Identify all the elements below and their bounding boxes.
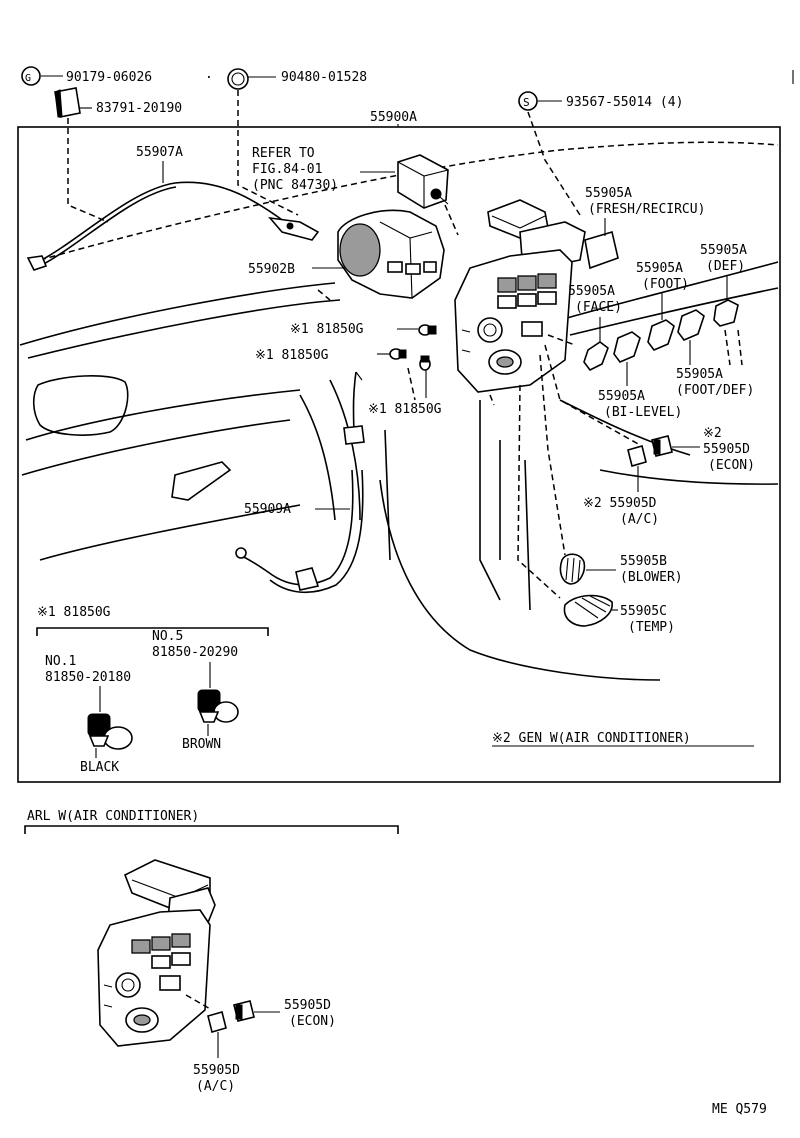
knob-econ [651,435,673,457]
label-black: BLACK [80,760,119,775]
figure-code: ME Q579 [712,1102,767,1117]
label-fresh-name: (FRESH/RECIRCU) [588,202,705,217]
label-def-no: 55905A [700,243,747,258]
label-55909A: 55909A [244,502,291,517]
label-arl-note: ARL W(AIR CONDITIONER) [27,809,199,824]
label-ac-name: (A/C) [620,512,659,527]
label-brown: BROWN [182,737,221,752]
label-econ-name: (ECON) [708,458,755,473]
button-bi-level [613,331,641,363]
svg-text:S: S [523,96,530,109]
label-blower-name: (BLOWER) [620,570,683,585]
leader-def-dashes [724,329,743,366]
refer-line-1: REFER TO [252,146,315,161]
bulb-group-bracket [36,627,269,636]
label-temp-name: (TEMP) [628,620,675,635]
label-arl-ac-name: (A/C) [196,1079,235,1094]
label-bulb-3: ※1 81850G [368,402,442,417]
label-foot-no: 55905A [636,261,683,276]
label-arl-econ-no: 55905D [284,998,331,1013]
leader-panel [489,394,495,406]
knob-blower [559,553,586,585]
label-ac-no: ※2 55905D [583,496,657,511]
clip-83791-icon [54,87,92,118]
label-gen-note: ※2 GEN W(AIR CONDITIONER) [492,731,691,746]
cap-90480-icon [227,68,276,90]
arl-bracket [24,825,399,834]
switch-housing-55902B [337,209,445,299]
label-no5-title: NO.5 [152,629,183,644]
bulb-no5-icon [197,689,239,723]
label-90480: 90480-01528 [281,70,367,85]
label-93567: 93567-55014 (4) [566,95,683,110]
heater-control-panel [454,199,586,393]
refer-line-2: FIG.84-01 [252,162,322,177]
label-blower-no: 55905B [620,554,667,569]
label-no5-part: 81850-20290 [152,645,238,660]
knob-fresh-recircu [584,230,619,270]
label-fresh-no: 55905A [585,186,632,201]
arl-knob-ac [207,1011,227,1033]
leader-servo [444,204,459,236]
dot-mark: . [205,67,213,82]
label-no1-title: NO.1 [45,654,76,669]
label-bulb-group: ※1 81850G [37,605,111,620]
leader-panel-blower [539,354,566,556]
label-econ-no: 55905D [703,442,750,457]
bulb-icon-2 [389,348,407,360]
label-55902B: 55902B [248,262,295,277]
label-footdef-name: (FOOT/DEF) [676,383,754,398]
refer-line-3: (PNC 84730) [252,178,338,193]
knob-temp [563,594,613,627]
button-def [713,299,739,327]
main-frame [17,126,781,783]
label-55900A: 55900A [370,110,417,125]
label-bulb-1: ※1 81850G [290,322,364,337]
label-bulb-2: ※1 81850G [255,348,329,363]
label-arl-econ-name: (ECON) [289,1014,336,1029]
label-bilevel-name: (BI-LEVEL) [604,405,682,420]
label-footdef-no: 55905A [676,367,723,382]
leader-bulb-dash [407,367,416,401]
knob-ac [627,445,647,467]
label-def-name: (DEF) [706,259,745,274]
arl-knob-econ [233,1000,255,1022]
button-face [583,341,609,372]
label-55907A: 55907A [136,145,183,160]
bulb-no1-icon [87,713,133,750]
label-face-no: 55905A [568,284,615,299]
leader-83791 [67,118,109,223]
label-foot-name: (FOOT) [642,277,689,292]
leader-panel-temp [517,384,561,599]
label-face-name: (FACE) [575,300,622,315]
bulb-icon-3 [419,355,431,371]
label-90179: 90179-06026 [66,70,152,85]
leader-93567 [527,111,581,216]
bulb-icon-1 [418,324,437,336]
label-83791: 83791-20190 [96,101,182,116]
control-cable-55909A [235,371,365,594]
svg-text:G: G [25,73,31,84]
label-bilevel-no: 55905A [598,389,645,404]
label-arl-ac-no: 55905D [193,1063,240,1078]
label-temp-no: 55905C [620,604,667,619]
control-cable-55907A [26,181,320,271]
leader-90480 [237,90,299,216]
label-econ-star: ※2 [703,426,722,441]
clip-90179-icon: G [21,66,63,86]
arl-leader-knobs [185,994,213,1011]
arl-control-panel [97,859,216,1047]
label-no1-part: 81850-20180 [45,670,131,685]
button-foot [647,319,675,351]
leader-panel-buttons [547,334,576,346]
button-foot-def [677,309,705,341]
screw-93567-icon: S [518,91,562,111]
servo-motor [397,154,449,209]
